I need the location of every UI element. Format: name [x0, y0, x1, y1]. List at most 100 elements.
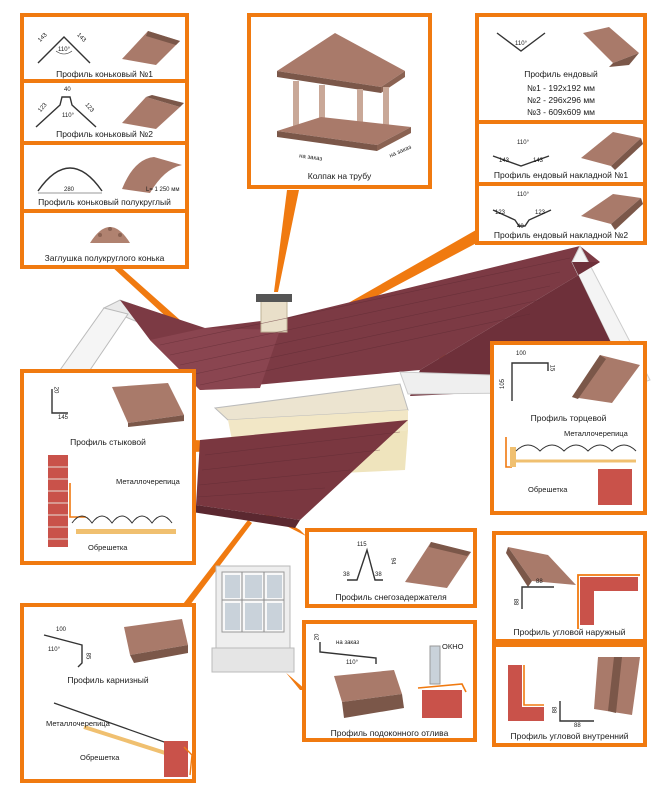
dim-b: 143 — [533, 158, 544, 164]
chimney-cap-caption: Колпак на трубу — [307, 171, 372, 181]
dim-lip: 15 — [548, 364, 555, 372]
end-profile-caption: Профиль торцевой — [530, 413, 607, 423]
dim-top: 40 — [64, 87, 71, 93]
label-tile: Металлочерепица — [116, 477, 180, 486]
ridge-profile-1-drawing — [37, 36, 91, 64]
outer-corner-panel: 88 88 Профиль угловой наружный — [492, 531, 647, 643]
snow-profile-caption: Профиль снегозадержателя — [335, 592, 447, 602]
dim-a: 143 — [499, 158, 510, 164]
valley-profile-caption: Профиль ендовый — [524, 69, 598, 79]
ridge-profile-1-3d — [122, 31, 180, 65]
dim-c: 38 — [343, 572, 350, 578]
eaves-profile-panel: 100 85 110° Профиль карнизный Металлочер… — [20, 603, 196, 783]
ridge-profile-1-panel: 143 143 110° Профиль коньковый №1 — [20, 13, 189, 83]
dim-side: 105 — [500, 378, 507, 390]
snow-profile-drawing — [347, 547, 383, 581]
valley-overlay-2-caption: Профиль ендовый накладной №2 — [493, 230, 629, 240]
ridge-profile-2-drawing — [35, 96, 97, 128]
ridge-profile-2-caption: Профиль коньковый №2 — [56, 129, 153, 139]
dim-a: 88 — [536, 579, 543, 585]
valley-profile-panel: 110° Профиль ендовый №1 - 192х192 мм №2 … — [475, 13, 647, 124]
sill-profile-3d — [334, 670, 404, 718]
angle-label: 110° — [515, 41, 527, 47]
dim-b: 123 — [535, 210, 546, 216]
end-profile-3d — [572, 355, 640, 403]
dim-side: 85 — [84, 652, 91, 660]
angle-label: 110° — [62, 113, 74, 119]
snow-profile-panel: 115 94 38 38 Профиль снегозадержателя — [305, 528, 477, 608]
ridge-round-drawing — [37, 167, 103, 194]
valley-overlay-1-drawing — [492, 155, 550, 167]
end-detail-drawing — [505, 437, 637, 505]
label-tile: Металлочерепица — [46, 719, 110, 728]
inner-corner-panel: 88 88 Профиль угловой внутренний — [492, 643, 647, 747]
ridge-round-caption: Профиль коньковый полукруглый — [38, 197, 171, 207]
joint-detail-drawing — [48, 455, 176, 547]
valley-overlay-1-3d — [581, 132, 643, 170]
label-batten: Обрешетка — [88, 543, 128, 552]
joint-profile-3d — [112, 383, 184, 427]
outer-corner-3d — [506, 547, 576, 587]
end-profile-drawing — [511, 362, 549, 401]
label-tile: Металлочерепица — [564, 429, 628, 438]
ridge-profile-1-caption: Профиль коньковый №1 — [56, 69, 153, 79]
eaves-profile-caption: Профиль карнизный — [67, 675, 149, 685]
dim-top: 20 — [52, 386, 59, 394]
angle-label: 110° — [517, 140, 529, 146]
label-batten: Обрешетка — [80, 753, 120, 762]
dim-b: 88 — [514, 598, 521, 606]
dim-b: 94 — [389, 557, 396, 565]
valley-overlay-2-drawing — [492, 209, 552, 227]
chimney-cap-panel: на заказ на заказ Колпак на трубу — [247, 13, 432, 189]
dim-top: 100 — [56, 627, 67, 633]
valley-size-3: №3 - 609х609 мм — [526, 107, 596, 117]
inner-corner-3d — [594, 657, 640, 715]
eaves-profile-3d — [124, 619, 188, 663]
valley-profile-drawing — [496, 32, 546, 52]
angle-label: 110° — [58, 47, 70, 53]
valley-size-1: №1 - 192х192 мм — [526, 83, 596, 93]
valley-overlay-2-panel: 110° 123 123 40 Профиль ендовый накладно… — [475, 182, 647, 245]
dim-a: 88 — [552, 706, 559, 714]
angle-label: 110° — [346, 660, 358, 666]
dim-a: 123 — [495, 210, 506, 216]
eaves-detail-drawing — [53, 702, 193, 777]
joint-profile-drawing — [51, 389, 68, 414]
dim-d: 38 — [375, 572, 382, 578]
ridge-round-panel: 280 L= 1 250 мм Профиль коньковый полукр… — [20, 141, 189, 213]
sill-detail-drawing — [417, 645, 467, 718]
valley-overlay-1-caption: Профиль ендовый накладной №1 — [493, 170, 629, 180]
eaves-profile-drawing — [43, 634, 83, 668]
inner-corner-detail — [508, 665, 544, 721]
valley-overlay-2-3d — [581, 194, 643, 230]
joint-profile-caption: Профиль стыковой — [70, 437, 146, 447]
ridge-profile-2-3d — [122, 95, 184, 129]
length-label: L= 1 250 мм — [146, 187, 180, 193]
sill-profile-panel: 20 на заказ 110° ОКНО Профиль подоконног… — [302, 620, 477, 742]
ridge-round-3d — [122, 157, 182, 193]
ridge-cap-panel: Заглушка полукруглого конька — [20, 209, 189, 269]
inner-corner-drawing — [559, 701, 594, 722]
end-profile-panel: 100 105 15 Профиль торцевой Металлочереп… — [490, 341, 647, 515]
valley-overlay-1-panel: 110° 143 143 Профиль ендовый накладной №… — [475, 120, 647, 186]
label-batten: Обрешетка — [528, 485, 568, 494]
valley-size-2: №2 - 296х296 мм — [526, 95, 596, 105]
snow-profile-3d — [405, 542, 471, 588]
sill-profile-caption: Профиль подоконного отлива — [330, 728, 449, 738]
inner-corner-caption: Профиль угловой внутренний — [510, 731, 629, 741]
dim-side: 20 — [314, 633, 321, 641]
joint-profile-panel: 20 145 Профиль стыковой Металлочерепица … — [20, 369, 196, 565]
dim-b: 88 — [574, 723, 581, 729]
dim-top: 100 — [516, 351, 527, 357]
valley-profile-3d — [583, 27, 639, 67]
dim-top: на заказ — [336, 640, 360, 646]
dim-side: 145 — [58, 415, 69, 421]
outer-corner-caption: Профиль угловой наружный — [513, 627, 626, 637]
ridge-profile-2-panel: 40 123 123 110° Профиль коньковый №2 — [20, 79, 189, 145]
angle-label: 110° — [517, 192, 529, 198]
ridge-cap-caption: Заглушка полукруглого конька — [44, 253, 165, 263]
dim-bottom: 40 — [517, 224, 524, 230]
ridge-cap-drawing — [90, 227, 130, 243]
angle-label: 110° — [48, 647, 60, 653]
outer-corner-drawing — [521, 586, 554, 609]
